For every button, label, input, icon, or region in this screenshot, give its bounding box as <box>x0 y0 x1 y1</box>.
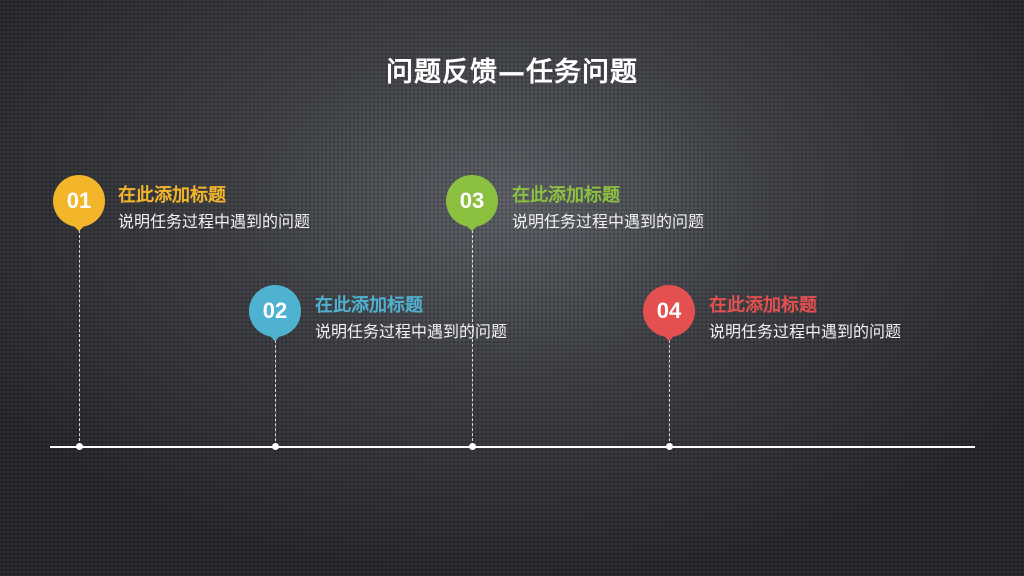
milestone-pin-3: 03 <box>446 175 498 233</box>
milestone-pin-2: 02 <box>249 285 301 343</box>
milestone-number-3: 03 <box>446 175 498 227</box>
milestone-heading-1: 在此添加标题 <box>118 185 226 206</box>
milestone-description-3: 说明任务过程中遇到的问题 <box>512 212 705 231</box>
timeline-dot-2 <box>272 443 279 450</box>
timeline-dot-3 <box>469 443 476 450</box>
timeline-dot-1 <box>76 443 83 450</box>
milestone-label-1: 在此添加标题 说明任务过程中遇到的问题 <box>118 185 310 233</box>
timeline-connector-1 <box>79 230 80 446</box>
milestone-pin-1: 01 <box>53 175 105 233</box>
milestone-number-1: 01 <box>53 175 105 227</box>
milestone-heading-3: 在此添加标题 <box>512 185 620 206</box>
milestone-description-4: 说明任务过程中遇到的问题 <box>709 322 902 341</box>
milestone-label-2: 在此添加标题 说明任务过程中遇到的问题 <box>315 295 507 343</box>
timeline-connector-4 <box>669 340 670 446</box>
milestone-description-1: 说明任务过程中遇到的问题 <box>118 212 311 231</box>
timeline-connector-2 <box>275 340 276 446</box>
milestone-heading-4: 在此添加标题 <box>709 295 817 316</box>
timeline-dot-4 <box>666 443 673 450</box>
milestone-label-4: 在此添加标题 说明任务过程中遇到的问题 <box>709 295 901 343</box>
slide-title: 问题反馈—任务问题 <box>386 57 638 88</box>
milestone-number-2: 02 <box>249 285 301 337</box>
milestone-heading-2: 在此添加标题 <box>315 295 423 316</box>
milestone-number-4: 04 <box>643 285 695 337</box>
timeline-connector-3 <box>472 230 473 446</box>
milestone-label-3: 在此添加标题 说明任务过程中遇到的问题 <box>512 185 704 233</box>
timeline-axis <box>50 446 975 448</box>
milestone-description-2: 说明任务过程中遇到的问题 <box>315 322 508 341</box>
milestone-pin-4: 04 <box>643 285 695 343</box>
